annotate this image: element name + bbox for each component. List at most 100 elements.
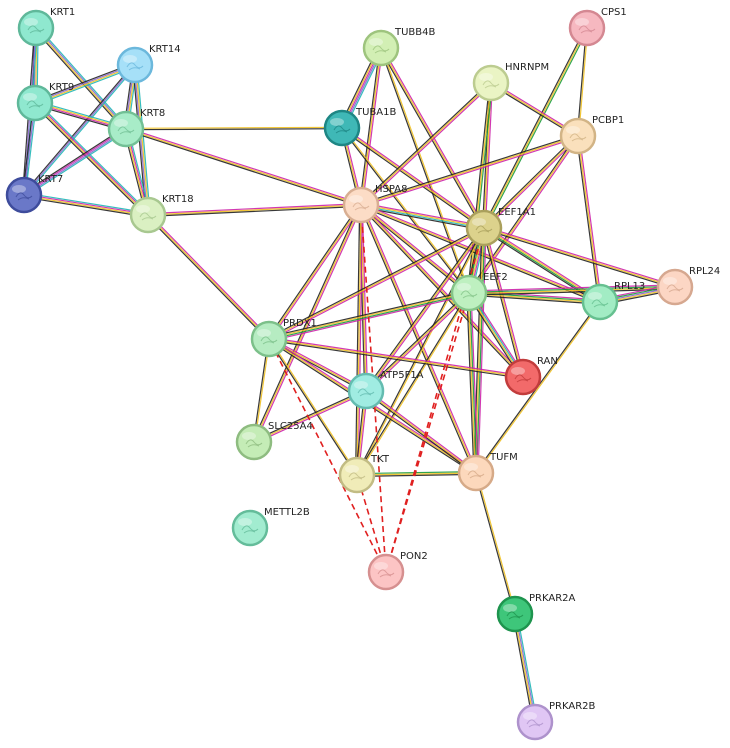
edge-HSPA8-EEF1A1[interactable]	[360, 202, 485, 231]
edge-PCBP1-EEF1A1[interactable]	[482, 134, 580, 230]
node-rpl13[interactable]: RPL13	[581, 281, 645, 321]
edge-PCBP1-EEF2[interactable]	[467, 134, 580, 295]
edge-KRT8-HSPA8[interactable]	[125, 127, 362, 207]
edge-KRT14-KRT7[interactable]	[22, 63, 137, 197]
node-krt1[interactable]: KRT1	[17, 7, 75, 47]
edge-KRT7-KRT18[interactable]	[23, 192, 149, 218]
edge-TUBB4B-EEF2[interactable]	[379, 47, 471, 294]
edge-HSPA8-RAN[interactable]	[359, 203, 525, 379]
edge-TKT-TUFM[interactable]	[356, 471, 477, 477]
edge-KRT18-PRDX1[interactable]	[146, 213, 271, 341]
node-eef2[interactable]: EEF2	[450, 272, 508, 312]
node-krt8[interactable]: KRT8	[107, 108, 165, 148]
node-label: KRT1	[50, 7, 75, 18]
node-cps1[interactable]: CPS1	[568, 7, 627, 47]
edge-evidence-line	[467, 82, 491, 293]
edge-evidence-line	[483, 27, 588, 229]
edge-EEF2-RPL13[interactable]	[468, 290, 601, 305]
edge-evidence-line	[135, 64, 150, 215]
node-rpl24[interactable]: RPL24	[656, 266, 720, 306]
node-tubb4b[interactable]: TUBB4B	[362, 27, 436, 67]
edge-KRT8-TUBA1B[interactable]	[125, 126, 343, 131]
node-label: TUBA1B	[355, 107, 396, 118]
edge-evidence-line	[24, 129, 127, 197]
edge-EEF1A1-PRDX1[interactable]	[268, 226, 485, 341]
edge-ATP5F1A-SLC25A4[interactable]	[253, 389, 367, 444]
edge-EEF2-RPL24[interactable]	[468, 284, 676, 296]
edge-TUBA1B-EEF1A1[interactable]	[340, 126, 486, 230]
edge-evidence-line	[125, 126, 342, 129]
node-krt18[interactable]: KRT18	[129, 194, 194, 234]
edge-ATP5F1A-TUFM[interactable]	[364, 389, 478, 475]
node-mettl2b[interactable]: METTL2B	[231, 507, 310, 547]
edge-KRT18-HSPA8[interactable]	[147, 203, 362, 217]
node-label: KRT9	[49, 82, 74, 93]
edge-EEF1A1-TKT[interactable]	[355, 227, 486, 476]
edge-evidence-line	[356, 471, 476, 475]
edge-evidence-line	[484, 28, 589, 229]
predicted-edge-PON2-PRDX1[interactable]	[268, 338, 387, 573]
node-krt14[interactable]: KRT14	[116, 44, 181, 84]
edge-CPS1-EEF1A1[interactable]	[482, 27, 589, 229]
protein-structure-icon	[15, 192, 33, 201]
edge-KRT9-KRT18[interactable]	[33, 101, 150, 217]
protein-structure-icon	[569, 133, 587, 142]
node-label: EEF2	[483, 272, 508, 283]
edge-evidence-line	[364, 391, 476, 475]
edge-evidence-line	[468, 135, 579, 294]
node-ran[interactable]: RAN	[504, 356, 558, 396]
edge-PCBP1-HSPA8[interactable]	[360, 134, 579, 207]
edge-EEF2-ATP5F1A[interactable]	[364, 291, 471, 393]
node-highlight	[23, 93, 37, 101]
edge-EEF2-TUFM[interactable]	[466, 292, 479, 474]
node-krt7[interactable]: KRT7	[5, 174, 63, 214]
node-tuba1b[interactable]: TUBA1B	[323, 107, 396, 147]
protein-structure-icon	[241, 525, 259, 534]
edge-PRDX1-RAN[interactable]	[268, 337, 524, 379]
node-tufm[interactable]: TUFM	[457, 452, 518, 492]
edge-HNRNPM-HSPA8[interactable]	[359, 81, 493, 207]
node-krt9[interactable]: KRT9	[16, 82, 74, 122]
edge-PCBP1-RPL13[interactable]	[576, 135, 602, 303]
predicted-edge-PON2-EEF2[interactable]	[385, 292, 470, 573]
edge-evidence-line	[268, 227, 485, 340]
edge-EEF1A1-ATP5F1A[interactable]	[364, 226, 486, 393]
node-prkar2a[interactable]: PRKAR2A	[496, 593, 576, 633]
node-pon2[interactable]: PON2	[367, 551, 428, 591]
node-eef1a1[interactable]: EEF1A1	[465, 207, 536, 247]
edge-evidence-line	[360, 204, 524, 378]
node-prkar2b[interactable]: PRKAR2B	[516, 701, 596, 741]
node-highlight	[369, 38, 383, 46]
node-tkt[interactable]: TKT	[338, 454, 390, 494]
node-hnrnpm[interactable]: HNRNPM	[472, 62, 549, 102]
protein-structure-icon	[357, 388, 375, 397]
edge-PRKAR2A-PRKAR2B[interactable]	[512, 613, 538, 723]
edge-evidence-line	[468, 293, 600, 304]
node-atp5f1a[interactable]: ATP5F1A	[347, 370, 424, 410]
edge-EEF1A1-RPL24[interactable]	[483, 226, 676, 289]
edge-evidence-line	[136, 64, 151, 215]
edge-TUBB4B-HSPA8[interactable]	[359, 47, 383, 206]
edge-evidence-line	[483, 228, 675, 289]
node-slc25a4[interactable]: SLC25A4	[235, 421, 313, 461]
edge-EEF2-TKT[interactable]	[355, 292, 471, 476]
node-label: EEF1A1	[498, 207, 536, 218]
node-label: CPS1	[601, 7, 627, 18]
edge-EEF1A1-RAN[interactable]	[482, 227, 525, 378]
edge-evidence-line	[482, 134, 578, 228]
edge-evidence-line	[381, 47, 471, 293]
edge-KRT8-KRT7[interactable]	[22, 126, 128, 198]
node-hspa8[interactable]: HSPA8	[342, 184, 407, 224]
edge-HSPA8-TKT[interactable]	[355, 204, 363, 476]
edge-PRDX1-TKT[interactable]	[267, 338, 359, 476]
edge-evidence-line	[355, 292, 469, 475]
edge-KRT1-KRT8[interactable]	[33, 26, 129, 131]
edge-evidence-line	[36, 27, 127, 129]
edge-TUFM-PRKAR2A[interactable]	[474, 472, 517, 615]
node-pcbp1[interactable]: PCBP1	[559, 115, 624, 155]
edge-HSPA8-SLC25A4[interactable]	[252, 204, 363, 443]
edge-HSPA8-PRDX1[interactable]	[267, 203, 363, 341]
edge-evidence-line	[361, 203, 525, 377]
node-prdx1[interactable]: PRDX1	[250, 318, 317, 358]
